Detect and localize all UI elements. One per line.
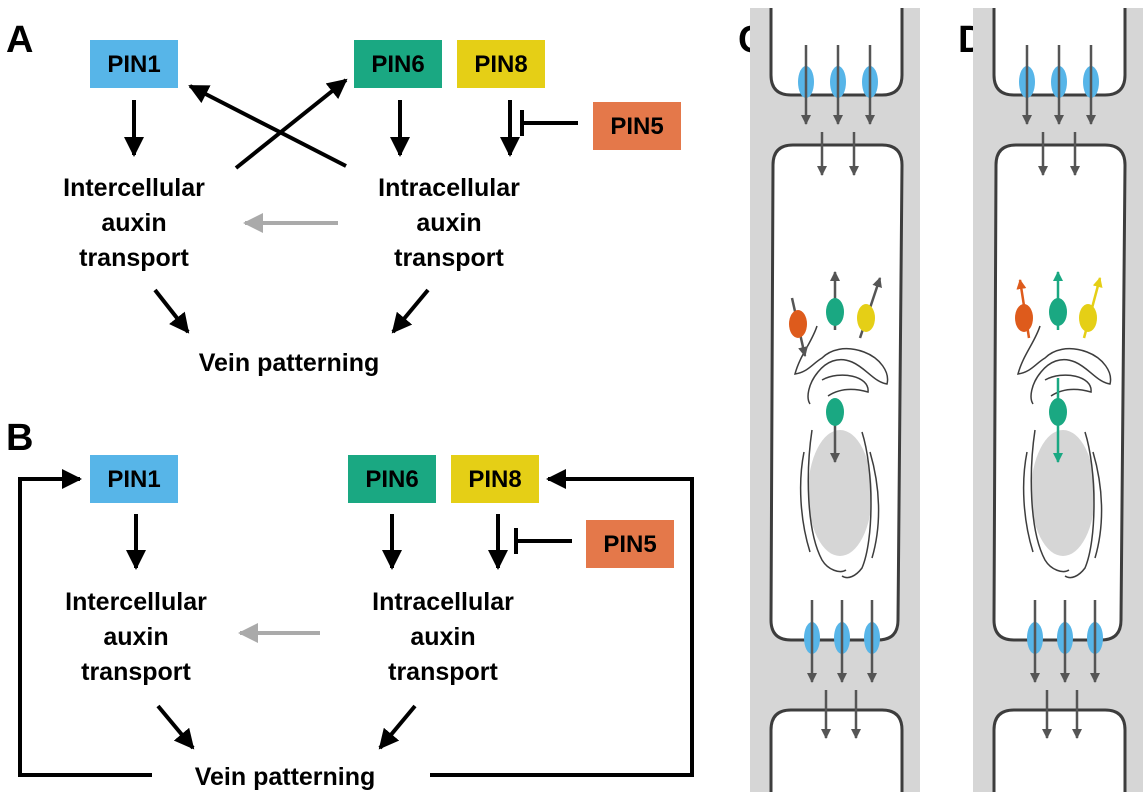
pin1-box	[90, 40, 178, 88]
er-strand-left	[799, 451, 811, 553]
nuclear-envelope-left	[1030, 429, 1070, 573]
pin5-transporter	[1015, 304, 1033, 332]
cell-bottom	[769, 708, 904, 792]
intercellular-label-line2: auxin	[103, 623, 168, 651]
panel-a-label: A	[6, 19, 33, 61]
feedback-arrow-vein-to-pin8	[430, 469, 694, 777]
golgi-membrane	[821, 374, 869, 397]
intracellular-label-line1: Intracellular	[378, 174, 520, 202]
golgi-membrane	[1044, 374, 1092, 397]
pin1-label: PIN1	[107, 51, 160, 78]
panel-a: A PIN1 PIN6 PIN8 PIN5 Intercellular auxi…	[6, 19, 681, 377]
pin8-box	[451, 455, 539, 503]
panel-d: D	[958, 8, 1143, 792]
arrow-intercellular-to-pin6	[234, 78, 348, 170]
intercellular-label-line3: transport	[79, 244, 189, 272]
pin5-transporter	[789, 310, 807, 338]
intracellular-label-line1: Intracellular	[372, 588, 514, 616]
vein-patterning-label: Vein patterning	[199, 349, 380, 377]
cell-bottom	[992, 708, 1127, 792]
pin8-box	[457, 40, 545, 88]
pin6-box	[354, 40, 442, 88]
pin6-transporter	[826, 298, 844, 326]
pin6-box	[348, 455, 436, 503]
pin8-label: PIN8	[468, 466, 521, 493]
pin6-transporter-nuclear	[826, 398, 844, 426]
endoplasmic-reticulum	[1016, 325, 1112, 405]
pin5-box	[593, 102, 681, 150]
nucleus	[808, 430, 872, 556]
arrow-intercellular-to-vein	[156, 704, 195, 750]
arrow-intracellular-to-vein	[391, 288, 430, 334]
intercellular-label-line2: auxin	[101, 209, 166, 237]
pin1-box	[90, 455, 178, 503]
pin5-label: PIN5	[603, 531, 656, 558]
nucleus	[1031, 430, 1095, 556]
pin8-transporter	[857, 304, 875, 332]
pin6-label: PIN6	[365, 466, 418, 493]
endoplasmic-reticulum	[793, 325, 889, 405]
intracellular-label-line2: auxin	[410, 623, 475, 651]
intracellular-label-line3: transport	[394, 244, 504, 272]
pin8-transporter	[1079, 304, 1097, 332]
intercellular-label-line1: Intercellular	[63, 174, 205, 202]
er-strand-right	[1092, 451, 1103, 559]
pin5-box	[586, 520, 674, 568]
er-strand-right	[869, 451, 880, 559]
nuclear-envelope-right	[841, 431, 872, 579]
arrow-intracellular-to-vein	[378, 704, 417, 750]
pin1-label: PIN1	[107, 466, 160, 493]
panel-c: C	[738, 8, 920, 792]
vein-patterning-label: Vein patterning	[195, 763, 376, 791]
panel-b-label: B	[6, 417, 33, 459]
arrow-intercellular-to-vein	[153, 288, 190, 334]
pin6-label: PIN6	[371, 51, 424, 78]
feedback-arrow-vein-to-pin1	[18, 469, 152, 777]
nuclear-envelope-right	[1064, 431, 1095, 579]
arrow-intracellular-to-pin1	[188, 84, 347, 168]
pin6-transporter	[1049, 298, 1067, 326]
pin6-transporter-nuclear	[1049, 398, 1067, 426]
nuclear-envelope-left	[807, 429, 847, 573]
intercellular-label-line1: Intercellular	[65, 588, 207, 616]
pin8-label: PIN8	[474, 51, 527, 78]
pin5-label: PIN5	[610, 113, 663, 140]
intercellular-label-line3: transport	[81, 658, 191, 686]
er-strand-left	[1022, 451, 1034, 553]
intracellular-label-line3: transport	[388, 658, 498, 686]
panel-b: B PIN1 PIN6 PIN8 PIN5 Intercellular auxi…	[6, 417, 694, 791]
intracellular-label-line2: auxin	[416, 209, 481, 237]
